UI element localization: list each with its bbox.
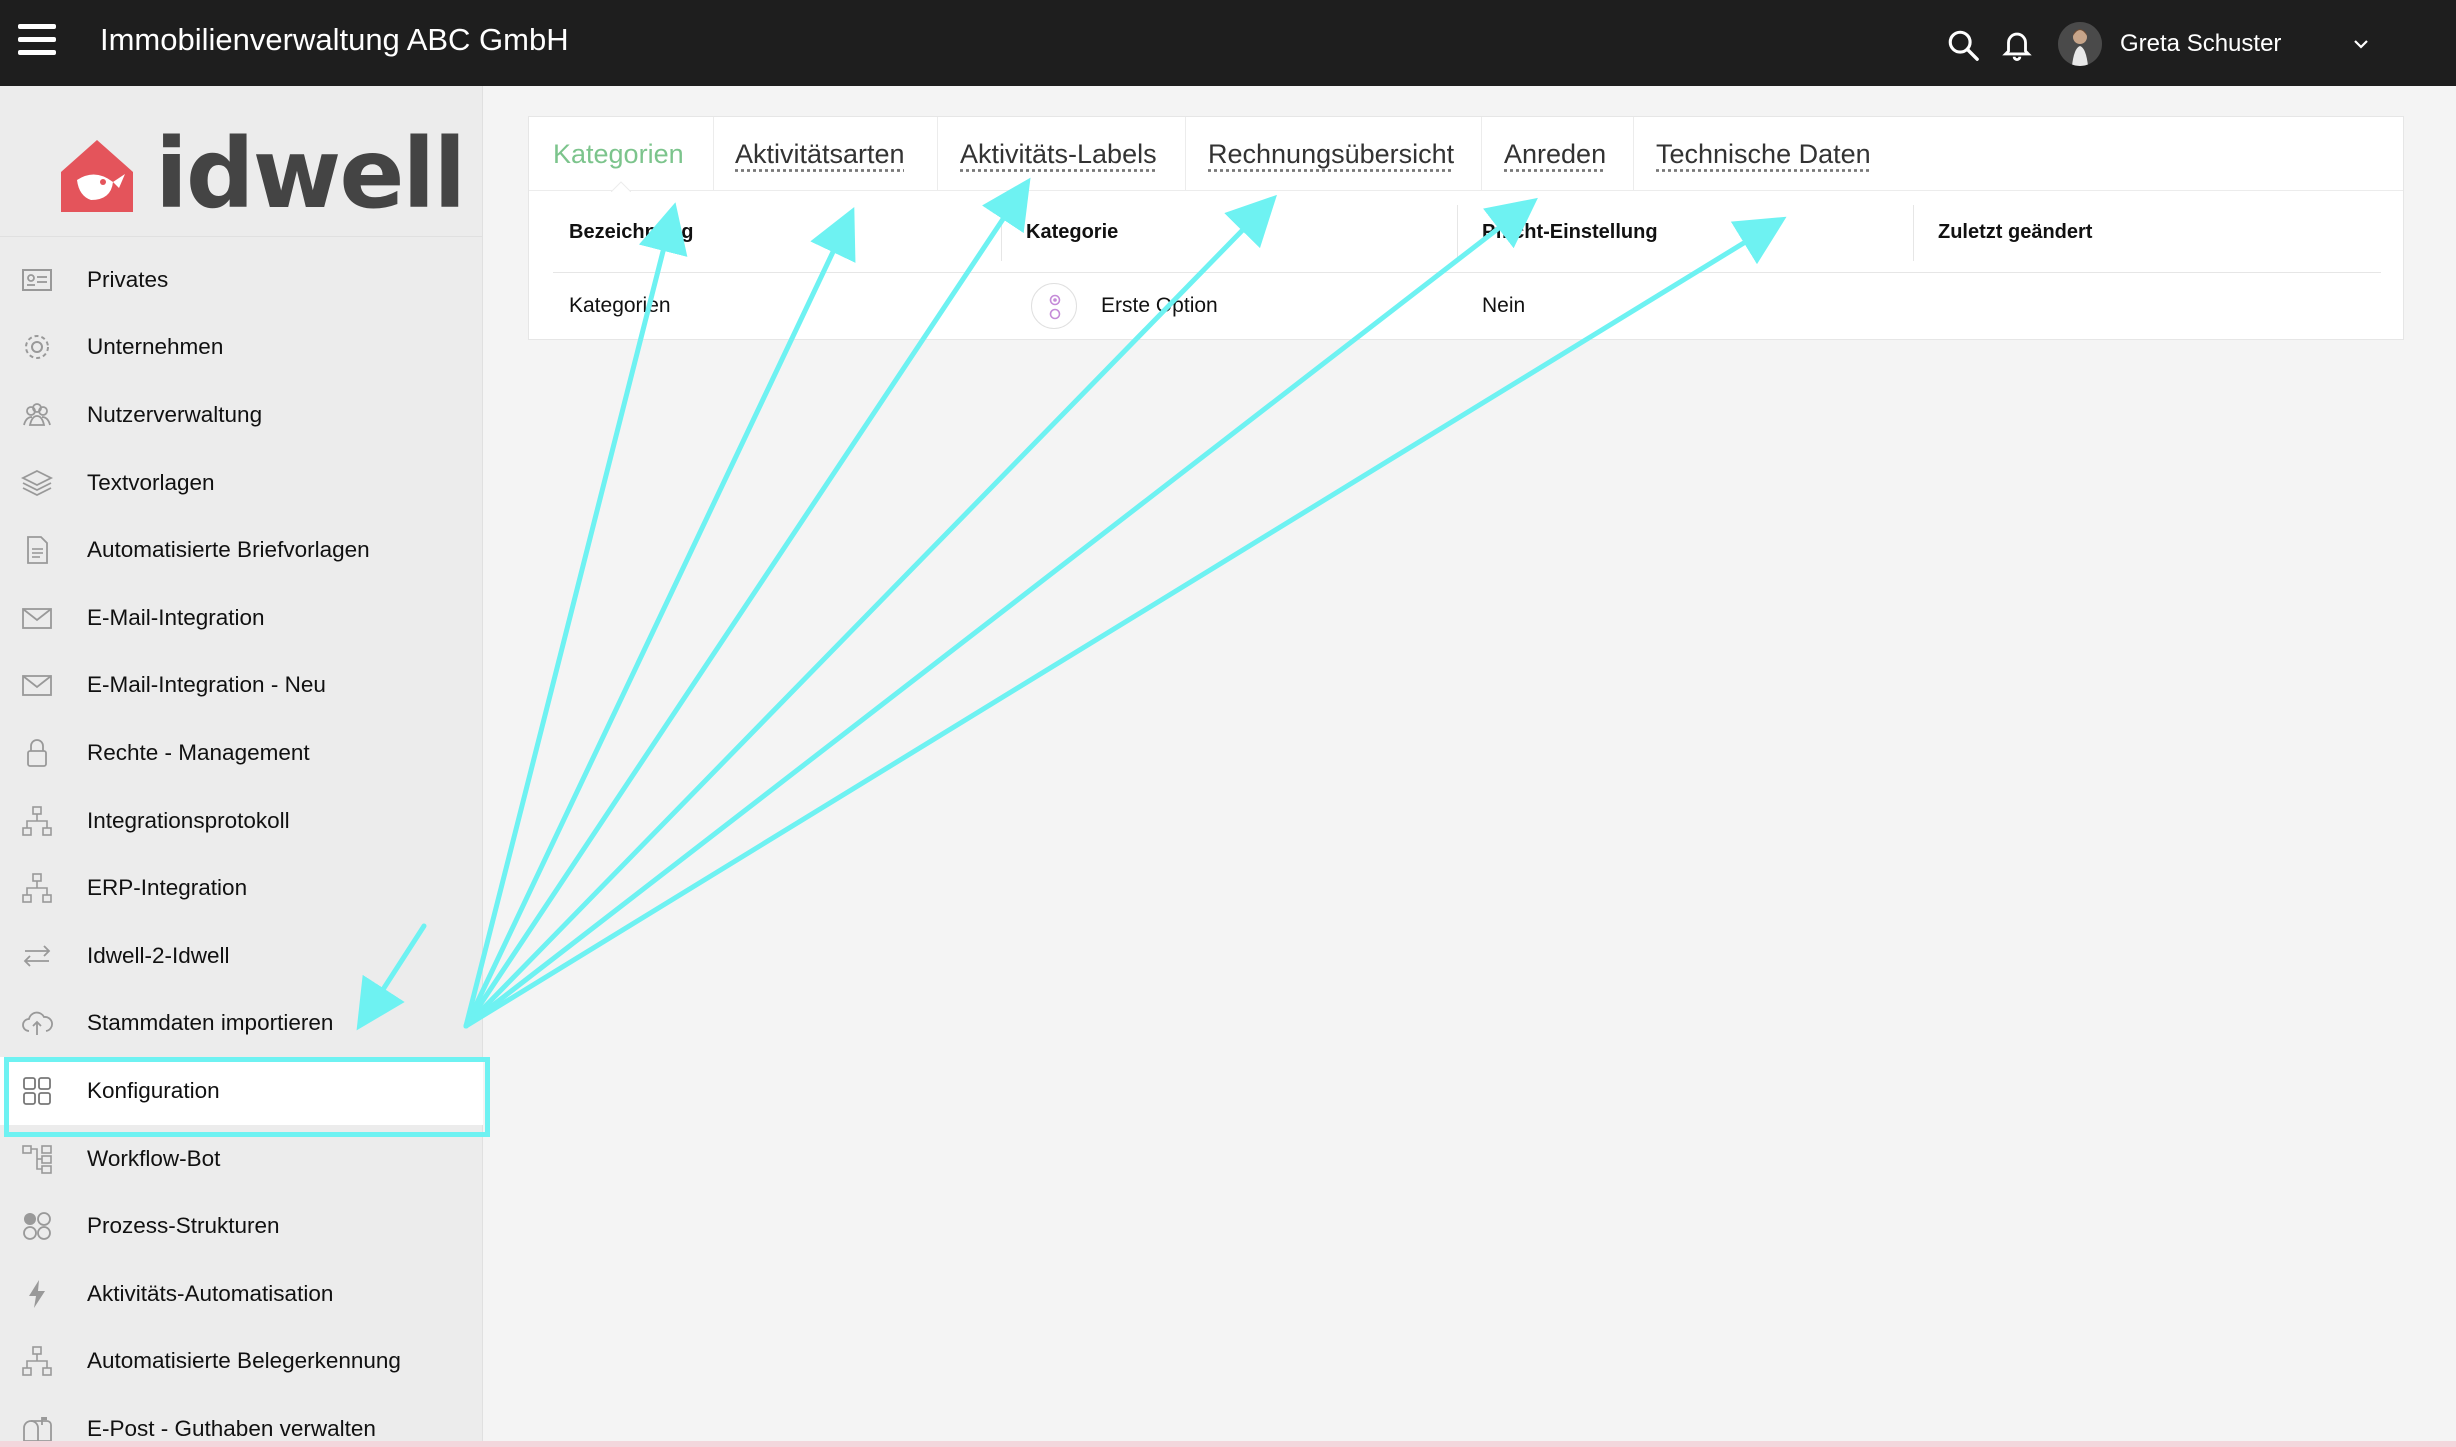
sidebar-item-aktivitaets-automatisation[interactable]: Aktivitäts-Automatisation [0, 1260, 483, 1328]
tab-separator [1185, 117, 1186, 191]
swap-arrows-icon [23, 945, 51, 967]
column-separator [1457, 205, 1458, 261]
column-header-bezeichnung[interactable]: Bezeichnung [569, 221, 694, 243]
sidebar-item-label: Automatisierte Belegerkennung [87, 1348, 401, 1374]
menu-icon[interactable] [18, 24, 56, 60]
sidebar-item-label: Rechte - Management [87, 739, 310, 765]
sidebar-item-rechte-management[interactable]: Rechte - Management [0, 719, 483, 787]
workflow-icon [22, 1144, 52, 1174]
sidebar-item-e-mail-integration[interactable]: E-Mail-Integration [0, 584, 483, 652]
sidebar-item-label: Aktivitäts-Automatisation [87, 1280, 334, 1306]
users-icon [23, 403, 51, 426]
table-row[interactable]: Kategorien Erste Option Nein [553, 273, 2381, 339]
gear-icon [25, 335, 49, 360]
sidebar-item-konfiguration[interactable]: Konfiguration [0, 1057, 490, 1138]
table-header: Bezeichnung Kategorie Pflicht-Einstellun… [553, 191, 2381, 273]
sidebar-item-label: Nutzerverwaltung [87, 401, 263, 427]
sidebar-item-automatisierte-belegerkennung[interactable]: Automatisierte Belegerkennung [0, 1328, 483, 1396]
cloud-upload-icon [22, 1012, 53, 1036]
sitemap-icon [22, 1346, 52, 1377]
sidebar-item-unternehmen[interactable]: Unternehmen [0, 314, 483, 382]
sidebar-item-label: Privates [87, 266, 169, 292]
cell-pflicht-einstellung: Nein [1482, 294, 1526, 317]
sidebar-item-label: Prozess-Strukturen [87, 1213, 280, 1239]
column-separator [1913, 205, 1914, 261]
tab-separator [1633, 117, 1634, 191]
sidebar: idwell Privates Unternehmen Nutzerverwal… [0, 86, 490, 1447]
bottom-strip [0, 1441, 2456, 1447]
sidebar-item-label: ERP-Integration [87, 875, 248, 901]
envelope-icon [22, 607, 52, 629]
sidebar-item-label: Textvorlagen [87, 469, 215, 495]
sidebar-item-erp-integration[interactable]: ERP-Integration [0, 854, 483, 922]
top-bar: Immobilienverwaltung ABC GmbH Greta Schu… [0, 0, 2456, 86]
sidebar-item-label: E-Mail-Integration - Neu [87, 672, 326, 698]
layers-icon [20, 469, 54, 496]
sidebar-item-e-mail-integration-neu[interactable]: E-Mail-Integration - Neu [0, 652, 483, 720]
sidebar-item-label: Workflow-Bot [87, 1145, 221, 1171]
sidebar-item-label: E-Post - Guthaben verwalten [87, 1415, 376, 1441]
circles-icon [23, 1212, 51, 1241]
search-icon[interactable] [1946, 28, 1980, 62]
sidebar-item-prozess-strukturen[interactable]: Prozess-Strukturen [0, 1192, 483, 1260]
sidebar-item-automatisierte-briefvorlagen[interactable]: Automatisierte Briefvorlagen [0, 516, 483, 584]
sitemap-icon [22, 873, 52, 903]
tab-bar: Kategorien Aktivitätsarten Aktivitäts-La… [529, 117, 2403, 192]
tab-aktivitaets-labels[interactable]: Aktivitäts-Labels [960, 139, 1157, 169]
tab-separator [1481, 117, 1482, 191]
category-option-icon [1031, 283, 1077, 329]
sidebar-item-label: Idwell-2-Idwell [87, 942, 230, 968]
sidebar-item-label: Automatisierte Briefvorlagen [87, 537, 370, 563]
user-name[interactable]: Greta Schuster [2120, 30, 2282, 57]
column-header-kategorie[interactable]: Kategorie [1026, 221, 1119, 243]
lightning-icon [29, 1279, 45, 1308]
id-card-icon [22, 268, 52, 291]
tab-separator [937, 117, 938, 191]
sidebar-item-stammdaten-importieren[interactable]: Stammdaten importieren [0, 990, 483, 1058]
sidebar-item-label: Unternehmen [87, 334, 224, 360]
divider [0, 236, 483, 237]
sidebar-item-e-post-guthaben[interactable]: E-Post - Guthaben verwalten [0, 1395, 483, 1447]
tab-anreden[interactable]: Anreden [1504, 139, 1607, 169]
cell-kategorie: Erste Option [1101, 294, 1218, 317]
configuration-panel: Kategorien Aktivitätsarten Aktivitäts-La… [528, 116, 2404, 340]
tab-separator [713, 117, 714, 191]
mailbox-icon [23, 1416, 52, 1442]
idwell-logo[interactable]: idwell [55, 124, 466, 224]
cell-bezeichnung: Kategorien [569, 294, 671, 317]
tab-aktivitaetsarten[interactable]: Aktivitätsarten [735, 139, 905, 169]
column-separator [1001, 205, 1002, 261]
annotation-arrow [463, 216, 1787, 1029]
tab-kategorien[interactable]: Kategorien [553, 139, 684, 169]
sidebar-item-label: Konfiguration [87, 1077, 220, 1103]
column-header-pflicht-einstellung[interactable]: Pflicht-Einstellung [1482, 221, 1658, 243]
sidebar-item-label: E-Mail-Integration [87, 604, 265, 630]
house-bird-logo-icon [61, 140, 133, 212]
chevron-down-icon[interactable] [2350, 36, 2372, 52]
column-header-zuletzt-geaendert[interactable]: Zuletzt geändert [1938, 221, 2093, 243]
sidebar-item-integrationsprotokoll[interactable]: Integrationsprotokoll [0, 787, 483, 855]
lock-icon [27, 739, 47, 767]
tab-rechnungsuebersicht[interactable]: Rechnungsübersicht [1208, 139, 1455, 169]
sidebar-item-label: Stammdaten importieren [87, 1010, 334, 1036]
sidebar-item-nutzerverwaltung[interactable]: Nutzerverwaltung [0, 381, 483, 449]
sidebar-item-textvorlagen[interactable]: Textvorlagen [0, 449, 483, 517]
document-icon [27, 536, 48, 565]
sitemap-icon [22, 805, 52, 836]
tab-technische-daten[interactable]: Technische Daten [1656, 139, 1871, 169]
envelope-icon [22, 675, 52, 697]
logo-text: idwell [155, 118, 466, 230]
sidebar-item-idwell-2-idwell[interactable]: Idwell-2-Idwell [0, 922, 483, 990]
app-title: Immobilienverwaltung ABC GmbH [100, 22, 569, 57]
avatar[interactable] [2058, 22, 2102, 66]
sidebar-menu: Privates Unternehmen Nutzerverwaltung Te… [0, 246, 490, 1447]
sidebar-item-label: Integrationsprotokoll [87, 807, 290, 833]
sidebar-item-privates[interactable]: Privates [0, 246, 483, 314]
sidebar-item-workflow-bot[interactable]: Workflow-Bot [0, 1125, 483, 1193]
grid-icon [23, 1077, 51, 1105]
bell-icon[interactable] [2000, 26, 2034, 62]
